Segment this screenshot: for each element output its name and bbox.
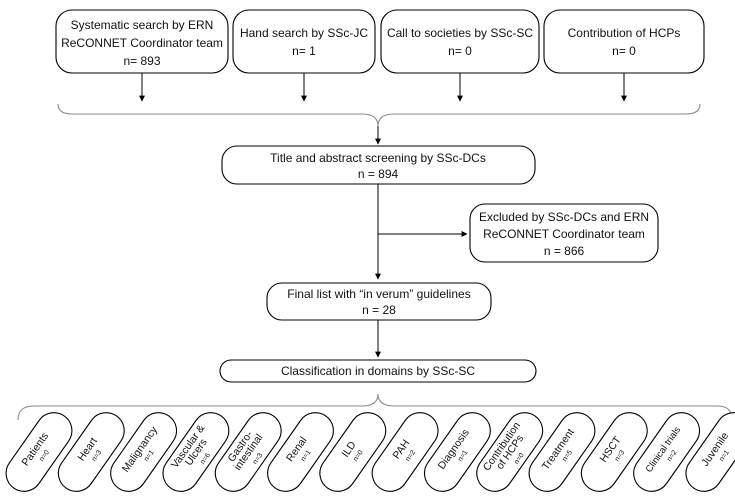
svg-text:ReCONNET Coordinator team: ReCONNET Coordinator team: [483, 227, 645, 241]
svg-text:Title and abstract screening b: Title and abstract screening by SSc-DCs: [270, 151, 486, 165]
svg-text:Classification in domains by S: Classification in domains by SSc-SC: [281, 364, 475, 378]
svg-text:n= 0: n= 0: [448, 44, 472, 58]
split-brace-bottom: [17, 393, 733, 421]
classification-box: Classification in domains by SSc-SC: [219, 359, 537, 383]
source-box-systematic-search: Systematic search by ERN ReCONNET Coordi…: [55, 9, 229, 74]
svg-text:Contribution of HCPs: Contribution of HCPs: [568, 26, 681, 40]
svg-text:n = 866: n = 866: [544, 244, 585, 258]
domain-pill-shape: [214, 412, 282, 492]
svg-text:n= 1: n= 1: [292, 44, 316, 58]
svg-text:n= 893: n= 893: [123, 54, 160, 68]
domain-pill-shape: [685, 412, 735, 492]
svg-text:ReCONNET Coordinator team: ReCONNET Coordinator team: [61, 36, 223, 50]
svg-text:Call to societies by SSc-SC: Call to societies by SSc-SC: [387, 26, 533, 40]
svg-text:Systematic search by ERN: Systematic search by ERN: [71, 18, 214, 32]
source-box-call-to-societies: Call to societies by SSc-SC n= 0: [380, 9, 540, 74]
svg-text:Final list with “in verum” gui: Final list with “in verum” guidelines: [287, 287, 470, 301]
source-box-contribution-hcps: Contribution of HCPs n= 0: [543, 9, 705, 74]
merge-brace-top: [57, 103, 701, 127]
final-list-box: Final list with “in verum” guidelines n …: [266, 282, 492, 321]
excluded-box: Excluded by SSc-DCs and ERN ReCONNET Coo…: [469, 203, 659, 263]
svg-text:Excluded by SSc-DCs and ERN: Excluded by SSc-DCs and ERN: [479, 210, 649, 224]
screening-box: Title and abstract screening by SSc-DCs …: [221, 145, 536, 185]
svg-text:n= 0: n= 0: [612, 44, 636, 58]
svg-text:n = 28: n = 28: [362, 303, 396, 317]
svg-text:Hand search by SSc-JC: Hand search by SSc-JC: [240, 26, 368, 40]
svg-text:n = 894: n = 894: [358, 167, 399, 181]
source-box-hand-search: Hand search by SSc-JC n= 1: [232, 9, 376, 74]
